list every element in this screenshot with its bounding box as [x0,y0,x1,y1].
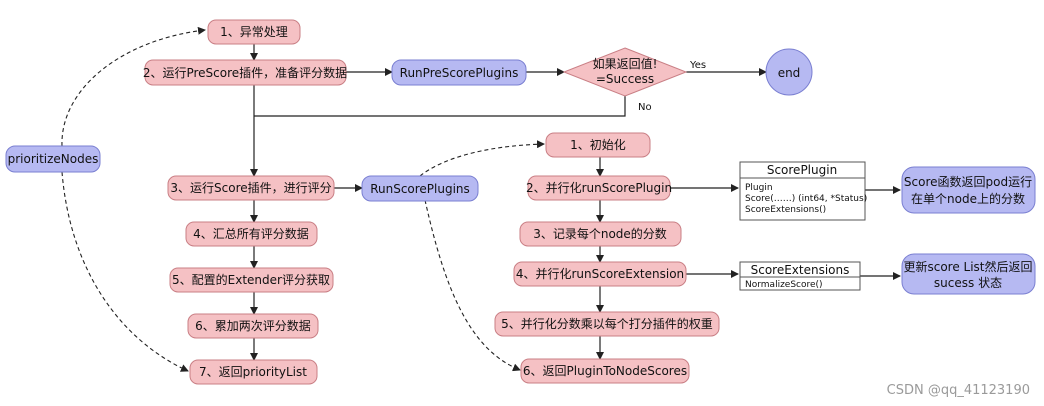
score-note-line2: 在单个node上的分数 [911,191,1025,206]
score-plugin-line2: Score(……) (int64, *Status) [745,194,867,204]
score-plugin-box: ScorePlugin Plugin Score(……) (int64, *St… [739,161,867,221]
update-note-node: 更新score List然后返回 sucess 状态 [901,253,1036,295]
prioritize-nodes-label: prioritizeNodes [8,152,99,166]
step-5-label: 5、配置的Extender评分获取 [172,272,330,287]
step-4-node: 4、汇总所有评分数据 [185,221,318,247]
score-plugin-line1: Plugin [745,183,773,193]
update-note-line1: 更新score List然后返回 [903,259,1032,274]
step-2-label: 2、运行PreScore插件，准备评分数据 [143,65,347,80]
r-step-4-label: 4、并行化runScoreExtension [516,267,684,281]
score-note-line1: Score函数返回pod运行 [904,174,1032,189]
step-7-label: 7、返回priorityList [199,365,307,379]
step-1-label: 1、异常处理 [220,25,288,39]
r-step-1-label: 1、初始化 [570,138,626,152]
score-ext-title: ScoreExtensions [751,263,850,277]
r-step-3-label: 3、记录每个node的分数 [533,226,667,241]
dashed-prioritize-to-step7 [61,171,189,372]
yes-label: Yes [689,60,706,71]
no-label: No [638,102,652,113]
end-node: end [765,48,813,96]
step-3-label: 3、运行Score插件，进行评分 [170,181,331,195]
step-2-node: 2、运行PreScore插件，准备评分数据 [143,59,347,86]
decision-line1: 如果返回值! [593,56,658,71]
step-3-node: 3、运行Score插件，进行评分 [167,175,335,201]
r-step-5-node: 5、并行化分数乘以每个打分插件的权重 [494,311,720,337]
step-6-node: 6、累加两次评分数据 [187,313,319,339]
score-plugin-title: ScorePlugin [767,163,837,177]
step-5-node: 5、配置的Extender评分获取 [169,267,334,293]
score-ext-line1: NormalizeScore() [745,280,823,290]
run-prescore-node: RunPreScorePlugins [391,59,527,86]
step-4-label: 4、汇总所有评分数据 [193,226,309,241]
score-ext-box: ScoreExtensions NormalizeScore() [739,261,861,291]
run-score-node: RunScorePlugins [361,175,479,202]
r-step-6-node: 6、返回PluginToNodeScores [520,358,690,384]
update-note-line2: sucess 状态 [934,276,1002,290]
step-7-node: 7、返回priorityList [189,359,318,385]
dashed-runscore-to-r6 [424,199,521,372]
r-step-2-node: 2、并行化runScorePlugin [526,175,672,201]
r-step-2-label: 2、并行化runScorePlugin [526,181,672,195]
step-6-label: 6、累加两次评分数据 [195,318,311,333]
r-step-4-node: 4、并行化runScoreExtension [513,261,687,287]
run-prescore-label: RunPreScorePlugins [400,66,519,80]
dashed-prioritize-to-step1 [61,26,206,147]
r-step-1-node: 1、初始化 [545,132,651,158]
score-plugin-line3: ScoreExtensions() [745,205,826,215]
watermark: CSDN @qq_41123190 [887,383,1030,398]
dashed-runscore-to-r1 [419,140,545,177]
r-step-5-label: 5、并行化分数乘以每个打分插件的权重 [501,316,713,331]
r-step-3-node: 3、记录每个node的分数 [519,221,682,247]
step-1-node: 1、异常处理 [207,19,301,45]
decision-line2: =Success [596,72,654,86]
r-step-6-label: 6、返回PluginToNodeScores [523,364,687,378]
end-label: end [778,66,801,80]
prioritize-nodes-node: prioritizeNodes [5,145,101,173]
decision-diamond: 如果返回值! =Success [562,47,688,97]
no-branch-line [254,96,626,117]
run-score-label: RunScorePlugins [370,182,470,196]
score-note-node: Score函数返回pod运行 在单个node上的分数 [901,166,1036,214]
